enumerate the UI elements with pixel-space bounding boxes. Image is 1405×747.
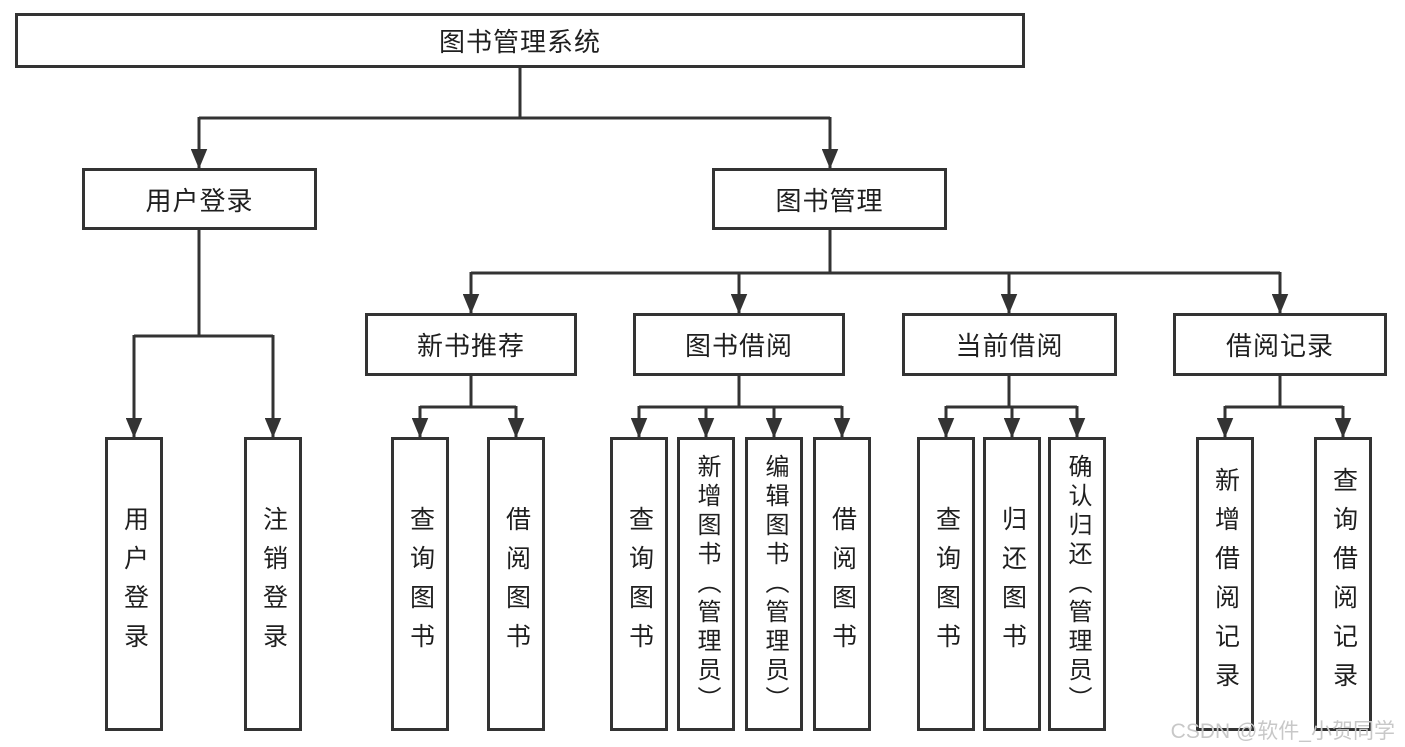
leaf-br-query-record-label: 查询借阅记录: [1329, 467, 1358, 701]
node-borrowing-records-label: 借阅记录: [1225, 331, 1334, 361]
node-book-management-label: 图书管理: [775, 185, 884, 216]
leaf-logout-label: 注销登录: [259, 506, 288, 662]
node-user-login-label: 用户登录: [145, 185, 254, 216]
leaf-nbr-query-books: 查询图书: [391, 437, 449, 731]
leaf-bb-edit-books-admin: 编辑图书（管理员）: [745, 437, 803, 731]
node-new-book-recommend-label: 新书推荐: [416, 331, 525, 361]
leaf-br-add-record: 新增借阅记录: [1196, 437, 1254, 731]
node-book-borrowing: 图书借阅: [633, 313, 845, 376]
leaf-nbr-borrow-books-label: 借阅图书: [502, 506, 531, 662]
node-current-borrowing: 当前借阅: [902, 313, 1117, 376]
leaf-logout: 注销登录: [244, 437, 302, 731]
node-new-book-recommend: 新书推荐: [365, 313, 577, 376]
node-current-borrowing-label: 当前借阅: [955, 331, 1064, 361]
leaf-cb-confirm-return-admin: 确认归还（管理员）: [1048, 437, 1106, 731]
watermark: CSDN @软件_小贺同学: [1170, 720, 1395, 743]
node-book-borrowing-label: 图书借阅: [684, 331, 793, 361]
leaf-bb-add-books-admin: 新增图书（管理员）: [677, 437, 735, 731]
node-borrowing-records: 借阅记录: [1173, 313, 1387, 376]
leaf-cb-confirm-return-admin-label: 确认归还（管理员）: [1064, 453, 1091, 715]
leaf-nbr-query-books-label: 查询图书: [406, 506, 435, 662]
leaf-bb-add-books-admin-label: 新增图书（管理员）: [693, 453, 720, 715]
leaf-br-query-record: 查询借阅记录: [1314, 437, 1372, 731]
leaf-bb-query-books: 查询图书: [610, 437, 668, 731]
leaf-cb-query-books: 查询图书: [917, 437, 975, 731]
leaf-nbr-borrow-books: 借阅图书: [487, 437, 545, 731]
leaf-bb-edit-books-admin-label: 编辑图书（管理员）: [761, 453, 788, 715]
leaf-cb-query-books-label: 查询图书: [932, 506, 961, 662]
leaf-br-add-record-label: 新增借阅记录: [1211, 467, 1240, 701]
node-user-login: 用户登录: [82, 168, 317, 230]
leaf-bb-borrow-books: 借阅图书: [813, 437, 871, 731]
node-book-management: 图书管理: [712, 168, 947, 230]
leaf-cb-return-books: 归还图书: [983, 437, 1041, 731]
node-library-system: 图书管理系统: [15, 13, 1025, 68]
leaf-user-login-label: 用户登录: [120, 506, 149, 662]
node-library-system-label: 图书管理系统: [438, 27, 601, 57]
leaf-bb-query-books-label: 查询图书: [625, 506, 654, 662]
leaf-user-login: 用户登录: [105, 437, 163, 731]
leaf-cb-return-books-label: 归还图书: [998, 506, 1027, 662]
leaf-bb-borrow-books-label: 借阅图书: [828, 506, 857, 662]
